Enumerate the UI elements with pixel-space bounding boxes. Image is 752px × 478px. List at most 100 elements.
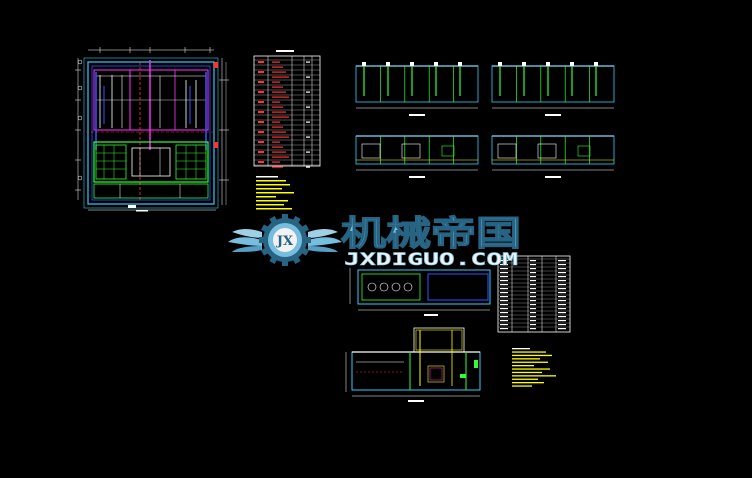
table-row-text	[272, 66, 283, 68]
table-row-text	[272, 71, 286, 73]
schedule-cell	[558, 284, 566, 286]
schedule-cell	[558, 292, 566, 294]
table-row-text	[272, 111, 286, 113]
gear-tooth	[259, 237, 267, 243]
elevation-valve	[458, 62, 462, 66]
note-line	[256, 196, 276, 198]
schedule-cell	[500, 316, 508, 318]
elevation-valve	[410, 62, 414, 66]
table-row-mark	[258, 61, 264, 63]
elevation-label-mark	[545, 114, 561, 116]
schedule-cell	[530, 288, 536, 290]
schedule-cell	[500, 288, 508, 290]
gear-tooth	[260, 224, 271, 234]
table-row-mark	[258, 91, 264, 93]
gear-tooth	[291, 254, 301, 265]
emblem-letters: JX	[276, 234, 294, 249]
elevation-equipment	[441, 145, 455, 157]
note-line	[512, 382, 544, 384]
table-row-text	[272, 136, 289, 138]
elevation-valve	[498, 62, 502, 66]
note-line	[512, 361, 548, 363]
schedule-cell	[558, 316, 566, 318]
schedule-cell	[530, 308, 536, 310]
gear-tooth	[282, 258, 288, 266]
schedule-cell	[500, 260, 508, 262]
note-line	[512, 365, 534, 367]
notes-block-right	[512, 348, 556, 387]
elevation-equipment	[401, 143, 421, 159]
table-row-qty	[306, 91, 310, 93]
elevation-label-mark	[409, 114, 425, 116]
table-row-mark	[258, 141, 264, 143]
table-row-mark	[258, 81, 264, 83]
gear-tooth	[299, 246, 310, 256]
schedule-table	[497, 255, 571, 333]
schedule-cell	[530, 272, 536, 274]
note-line	[512, 351, 546, 353]
elevation-frame	[491, 135, 615, 165]
note-line	[512, 354, 552, 357]
elevation-valve	[362, 62, 366, 66]
schedule-cell	[500, 300, 508, 302]
elevation-valve	[522, 62, 526, 66]
elevation-equipment	[577, 145, 591, 157]
elevation-equipment	[497, 143, 517, 159]
gear-tooth	[269, 215, 279, 226]
watermark: JX 机械帝国 JXDIGUO.COM	[228, 213, 522, 270]
schedule-cell	[530, 280, 536, 282]
gear-tooth	[303, 237, 311, 243]
schedule-cell	[558, 276, 566, 278]
table-row-text	[272, 86, 283, 88]
schedule-cell	[558, 264, 566, 266]
schedule-cell	[530, 292, 536, 294]
center-section-view	[349, 268, 491, 316]
table-row-text	[272, 166, 283, 168]
gear-tooth	[299, 224, 310, 234]
note-line	[256, 180, 286, 182]
gear-tooth	[282, 214, 288, 222]
note-line	[256, 184, 290, 186]
table-row-qty	[306, 76, 310, 78]
elevation-frame	[355, 135, 479, 165]
schedule-cell	[500, 280, 508, 282]
schedule-cell	[558, 260, 566, 262]
table-row-text	[272, 141, 280, 143]
schedule-cell	[558, 320, 566, 322]
table-row-mark	[258, 161, 264, 163]
table-row-text	[272, 101, 280, 103]
note-line	[512, 378, 538, 380]
schedule-cell	[558, 304, 566, 306]
left-wing-icon	[228, 229, 262, 252]
table-row-text	[272, 156, 289, 158]
schedule-cell	[530, 328, 536, 330]
schedule-cell	[500, 272, 508, 274]
table-row-text	[272, 121, 280, 123]
schedule-cell	[530, 316, 536, 318]
right-wing-icon	[308, 229, 342, 252]
table-row-mark	[258, 131, 264, 133]
schedule-cell	[558, 272, 566, 274]
elevation-equipment	[537, 143, 557, 159]
schedule-cell	[558, 280, 566, 282]
note-line	[256, 208, 292, 210]
note-line	[512, 358, 540, 360]
schedule-cell	[500, 268, 508, 270]
table-row-qty	[306, 136, 310, 138]
schedule-cell	[500, 292, 508, 294]
table-row-qty	[306, 166, 310, 168]
table-row-text	[272, 131, 286, 133]
table-row-text	[272, 96, 289, 98]
schedule-cell	[558, 308, 566, 310]
table-row-qty	[306, 121, 310, 123]
gear-tooth	[269, 254, 279, 265]
table-row-text	[272, 126, 283, 128]
schedule-cell	[558, 324, 566, 326]
schedule-cell	[558, 268, 566, 270]
schedule-cell	[558, 300, 566, 302]
gear-tooth	[260, 246, 271, 256]
schedule-cell	[558, 296, 566, 298]
table-row-mark	[258, 101, 264, 103]
notes-block-left	[256, 176, 294, 210]
elevation-label-mark	[409, 176, 425, 178]
